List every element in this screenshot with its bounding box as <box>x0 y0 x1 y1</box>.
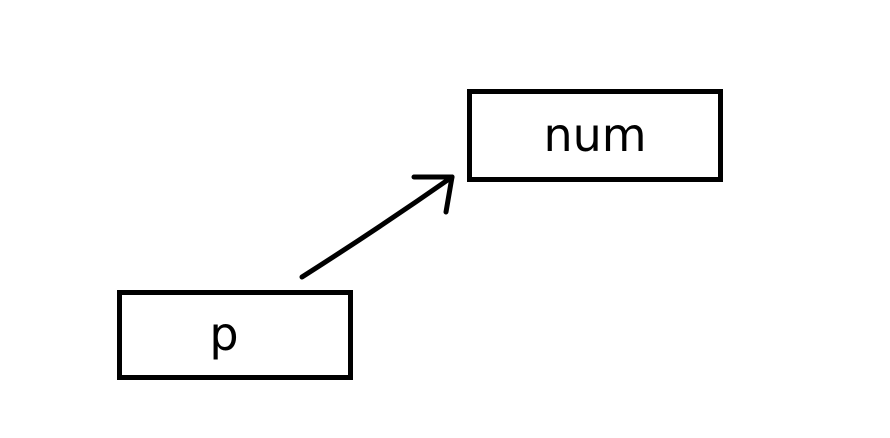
node-box-p[interactable]: p <box>117 290 353 380</box>
arrow-p-to-num <box>299 174 455 280</box>
node-box-num[interactable]: num <box>467 89 723 182</box>
node-label-p: p <box>209 307 239 361</box>
arrow-head-barb-down <box>443 174 455 215</box>
node-label-num: num <box>543 107 647 162</box>
arrow-shaft <box>299 174 455 280</box>
